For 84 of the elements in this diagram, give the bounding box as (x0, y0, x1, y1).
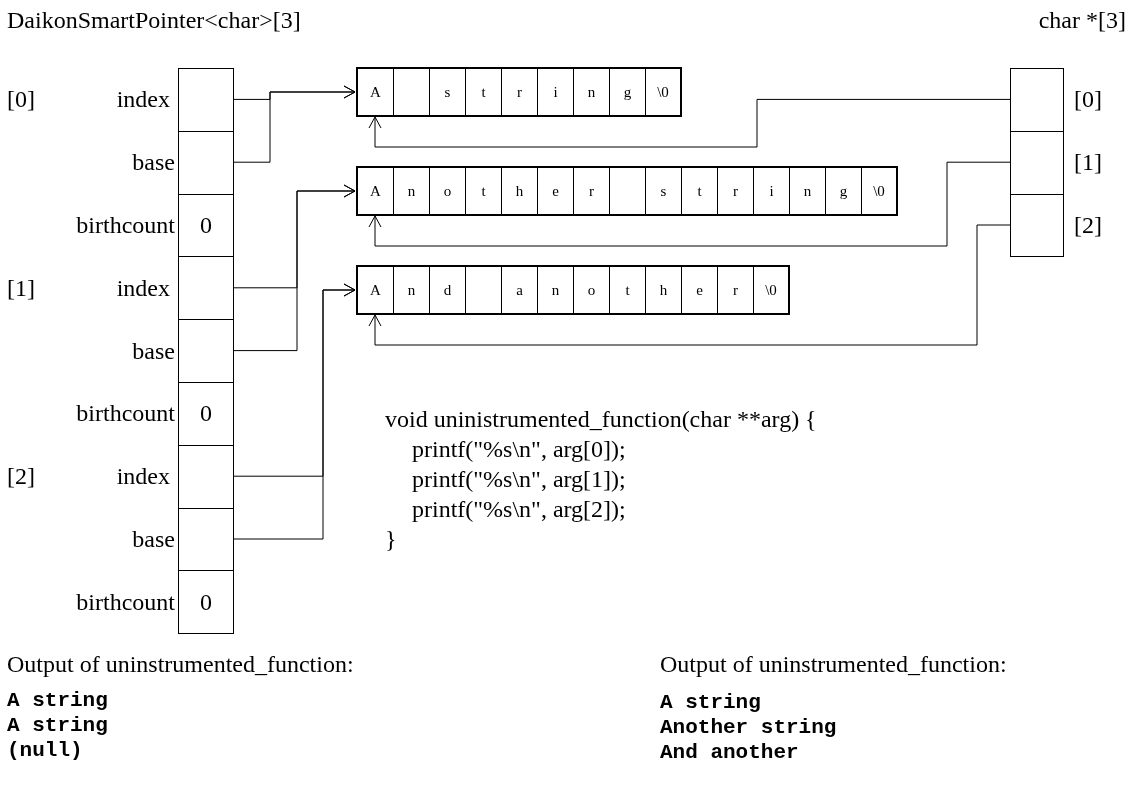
char-cell: g (825, 167, 862, 215)
char-cell: A (357, 266, 394, 314)
char-cell: i (537, 68, 574, 116)
output-line: A string (660, 690, 761, 715)
memory-cell (178, 130, 234, 195)
char-cell: n (537, 266, 574, 314)
char-cell: \0 (753, 266, 789, 314)
memory-cell (1010, 130, 1064, 195)
char-cell: d (429, 266, 466, 314)
memory-cell (178, 507, 234, 572)
index-label: [1] (1074, 148, 1102, 177)
memory-cell (178, 319, 234, 383)
char-cell: n (789, 167, 826, 215)
index-label: [1] (7, 273, 35, 302)
type-heading: char *[3] (1038, 6, 1126, 34)
char-cell: t (681, 167, 718, 215)
char-cell: n (393, 167, 430, 215)
char-cell: r (573, 167, 610, 215)
memory-cell: 0 (178, 193, 234, 258)
char-cell: t (465, 68, 502, 116)
char-cell: o (573, 266, 610, 314)
char-cell: r (501, 68, 538, 116)
empty-char-cell (393, 68, 430, 116)
field-label: birthcount (76, 399, 175, 428)
char-cell: \0 (861, 167, 897, 215)
empty-char-cell (465, 266, 502, 314)
char-cell: g (609, 68, 646, 116)
memory-cell (178, 68, 234, 132)
char-cell: n (573, 68, 610, 116)
pointer-arrow (233, 85, 356, 163)
char-cell: t (609, 266, 646, 314)
field-label: birthcount (76, 211, 175, 239)
char-cell: \0 (645, 68, 681, 116)
char-cell: e (537, 167, 574, 215)
memory-cell: 0 (178, 570, 234, 635)
type-heading: DaikonSmartPointer<char>[3] (7, 6, 301, 34)
output-heading: Output of uninstrumented_function: (7, 650, 354, 678)
empty-char-cell (609, 167, 646, 215)
field-label: birthcount (76, 587, 175, 616)
memory-cell (178, 444, 234, 509)
pointer-arrow (368, 98, 1011, 148)
char-cell: h (501, 167, 538, 215)
field-label: base (132, 525, 175, 553)
pointer-arrow (233, 184, 356, 352)
field-label: index (116, 273, 170, 302)
index-label: [0] (1074, 85, 1102, 114)
index-label: [2] (1074, 211, 1102, 239)
char-cell: h (645, 266, 682, 314)
char-cell: o (429, 167, 466, 215)
memory-cell (1010, 193, 1064, 258)
field-label: index (116, 462, 170, 491)
char-cell: r (717, 266, 754, 314)
code-line: printf("%s\n", arg[2]); (412, 495, 626, 523)
output-line: And another (660, 740, 799, 765)
pointer-arrow (368, 161, 1011, 247)
code-line: printf("%s\n", arg[1]); (412, 465, 626, 493)
field-label: base (132, 336, 175, 365)
output-line: (null) (7, 738, 83, 763)
field-label: base (132, 148, 175, 177)
memory-cell (178, 256, 234, 321)
code-line: void uninistrumented_function(char **arg) { (385, 405, 817, 433)
field-label: index (116, 85, 170, 114)
char-cell: e (681, 266, 718, 314)
pointer-arrow (368, 224, 1011, 346)
char-cell: s (429, 68, 466, 116)
output-line: A string (7, 688, 108, 713)
char-cell: a (501, 266, 538, 314)
char-cell: A (357, 68, 394, 116)
pointer-arrow (233, 283, 356, 540)
char-cell: A (357, 167, 394, 215)
char-cell: i (753, 167, 790, 215)
memory-cell: 0 (178, 382, 234, 446)
memory-cell (1010, 68, 1064, 132)
output-line: A string (7, 713, 108, 738)
index-label: [2] (7, 462, 35, 491)
char-cell: n (393, 266, 430, 314)
char-cell: s (645, 167, 682, 215)
char-cell: r (717, 167, 754, 215)
code-line: } (385, 525, 397, 553)
code-line: printf("%s\n", arg[0]); (412, 435, 626, 463)
output-heading: Output of uninstrumented_function: (660, 650, 1007, 678)
output-line: Another string (660, 715, 837, 740)
index-label: [0] (7, 85, 35, 114)
char-cell: t (465, 167, 502, 215)
